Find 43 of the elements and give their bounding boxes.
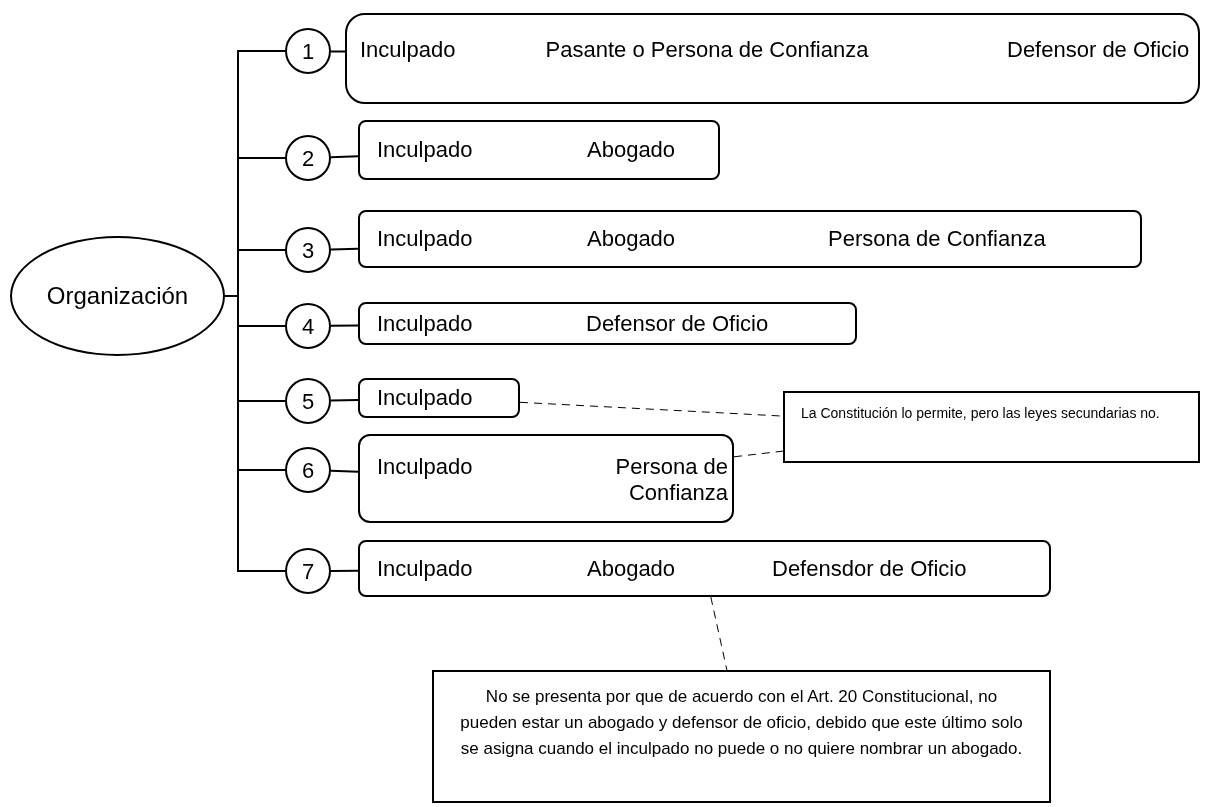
role-label: Pasante o Persona de Confianza — [544, 37, 870, 63]
leader-line — [733, 450, 784, 458]
role-label: Inculpado — [377, 454, 473, 480]
connector-line — [330, 155, 359, 159]
note-box: La Constitución lo permite, pero las leyes secundarias no. — [783, 391, 1200, 463]
role-label: Inculpado — [377, 555, 473, 582]
role-label: Persona de Confianza — [614, 454, 728, 506]
number-circle: 5 — [285, 378, 331, 424]
connector-line — [330, 50, 346, 53]
role-box — [358, 120, 720, 180]
connector-line — [330, 569, 359, 572]
role-box — [358, 302, 857, 345]
role-label: Defensdor de Oficio — [772, 555, 967, 582]
role-label: Persona de Confianza — [828, 226, 1046, 252]
role-label: Inculpado — [377, 310, 473, 337]
number-circle: 4 — [285, 303, 331, 349]
connector-line — [330, 398, 359, 402]
connector-line — [330, 324, 359, 327]
number-circle: 1 — [285, 28, 331, 74]
connector-line — [330, 469, 359, 473]
number-circle: 3 — [285, 227, 331, 273]
note-box: No se presenta por que de acuerdo con el Art. 20 Constitucional, no pueden estar un abogado y defensor de oficio, debido que este último solo se asigna cuando el inculpado no puede o no quiere nombrar un abogado. — [432, 670, 1051, 803]
connector-line — [330, 247, 359, 251]
topic-ellipse: Organización — [10, 236, 225, 356]
role-label: Inculpado — [377, 226, 473, 252]
role-box — [358, 210, 1142, 268]
role-label: Defensor de Oficio — [586, 310, 769, 337]
role-box — [345, 13, 1200, 104]
role-label: Inculpado — [377, 385, 473, 411]
role-box — [358, 540, 1051, 597]
role-label: Inculpado — [360, 37, 456, 63]
number-circle: 2 — [285, 135, 331, 181]
connector-line — [224, 295, 286, 572]
role-box — [358, 378, 520, 418]
role-label: Abogado — [587, 226, 676, 252]
number-circle: 7 — [285, 548, 331, 594]
leader-line — [710, 596, 728, 671]
role-label: Inculpado — [377, 137, 473, 163]
number-circle: 6 — [285, 447, 331, 493]
role-label: Abogado — [587, 555, 676, 582]
role-label: Defensor de Oficio — [1007, 37, 1190, 63]
role-box — [358, 434, 734, 523]
role-label: Abogado — [587, 137, 676, 163]
